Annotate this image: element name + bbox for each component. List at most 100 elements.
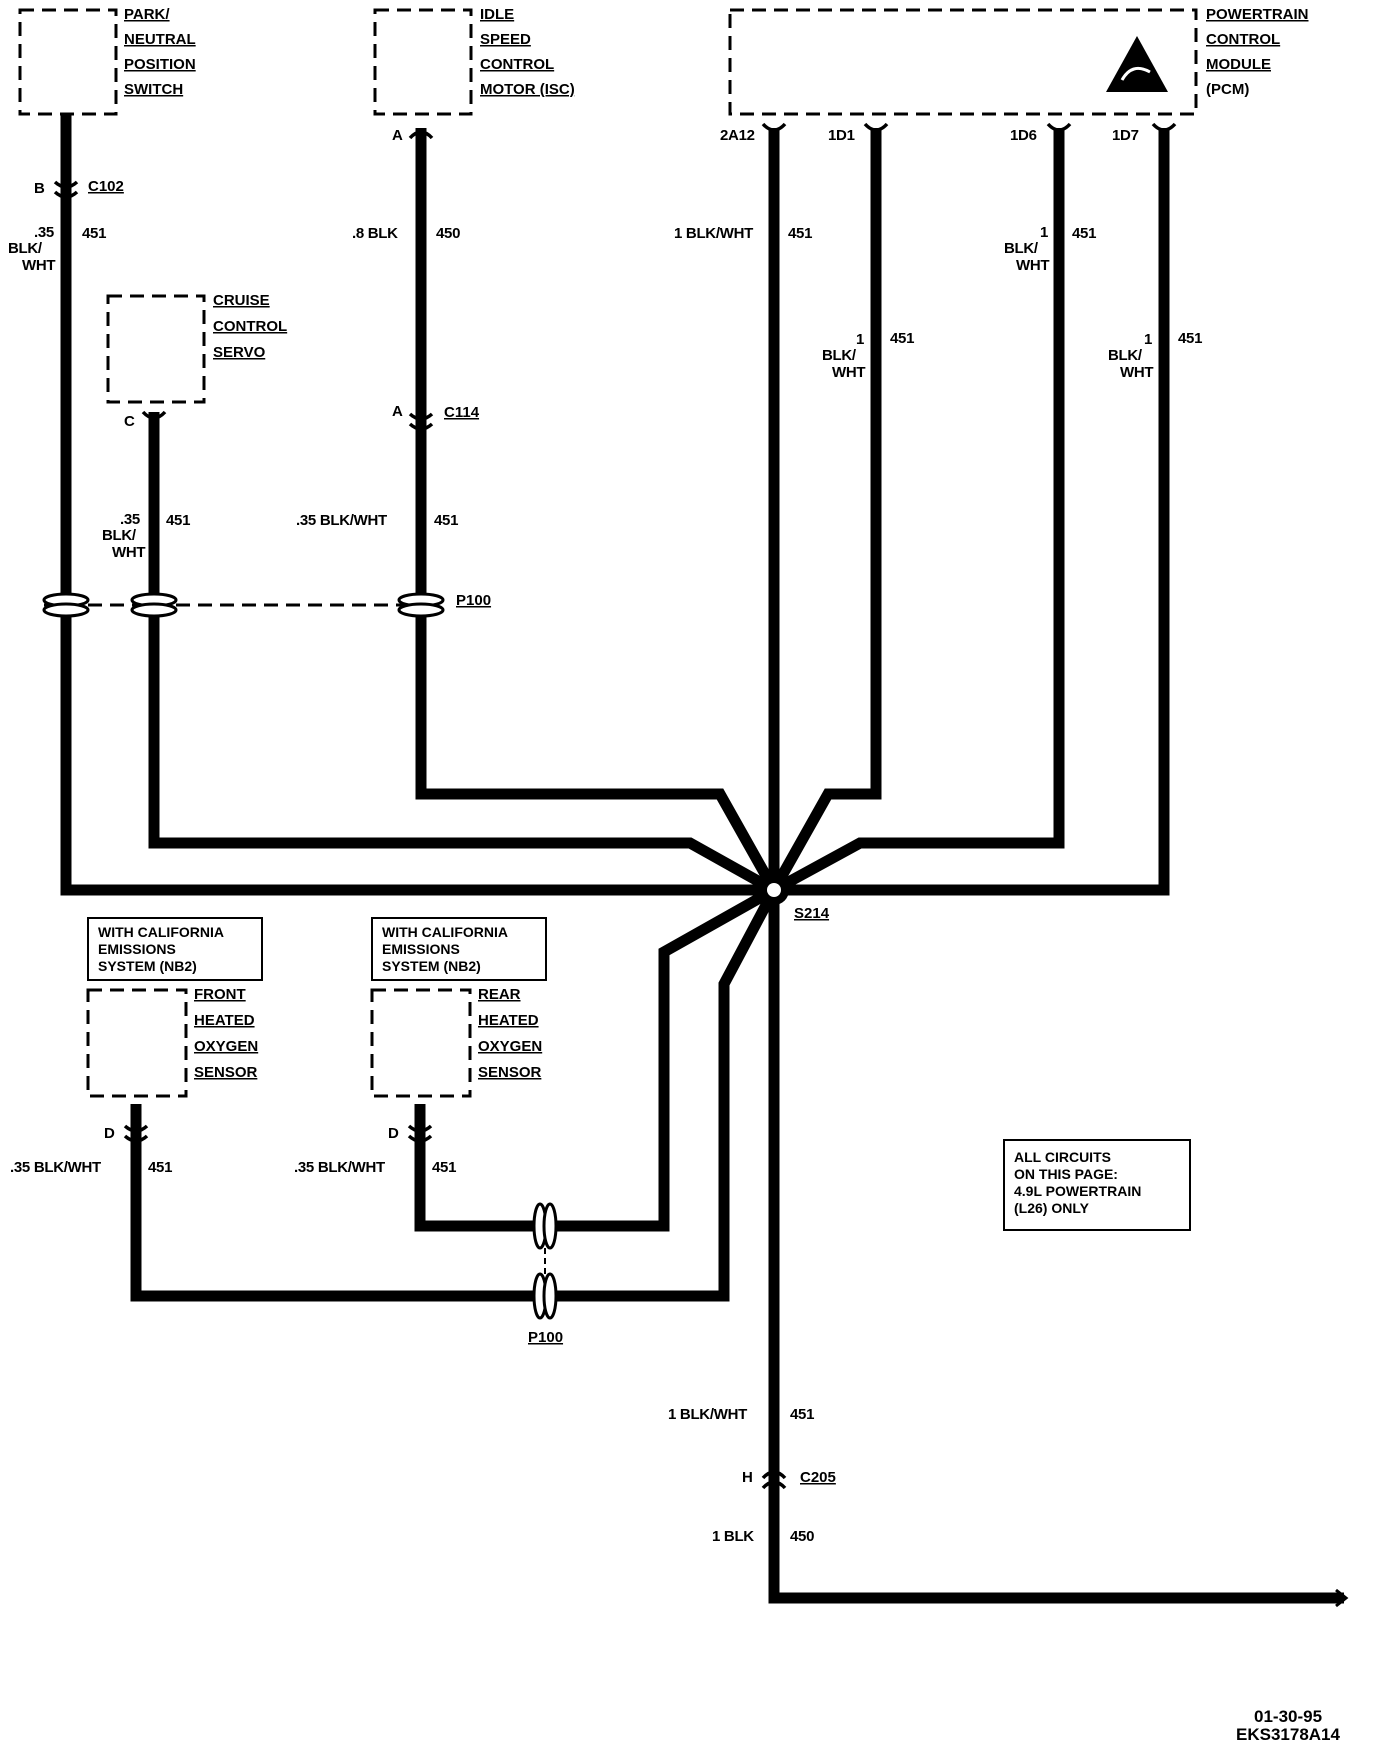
pin-c114-a-label: A <box>392 403 403 420</box>
wire-pcm-2a12[interactable] <box>768 128 1344 1604</box>
wire6-size: 1 <box>1144 331 1152 348</box>
pin-isc-a-label: A <box>392 127 403 144</box>
park-neutral-label: PARK/ NEUTRAL POSITION SWITCH <box>124 6 196 98</box>
svg-text:ALL CIRCUITS: ALL CIRCUITS <box>1014 1149 1111 1165</box>
park-neutral-switch-box[interactable] <box>18 8 118 116</box>
svg-text:HEATED: HEATED <box>194 1012 255 1029</box>
svg-text:CONTROL: CONTROL <box>1206 31 1280 48</box>
svg-text:SERVO: SERVO <box>213 344 266 361</box>
pin-1d6-label: 1D6 <box>1010 127 1037 144</box>
connector-c205-label: C205 <box>800 1469 836 1486</box>
svg-text:REAR: REAR <box>478 986 521 1003</box>
connector-c102-label: C102 <box>88 178 124 195</box>
svg-text:POSITION: POSITION <box>124 56 196 73</box>
cruise-control-servo-box[interactable] <box>106 294 206 404</box>
wire4-color-b: WHT <box>832 364 865 381</box>
wire11-spec: 1 BLK/WHT <box>668 1406 747 1423</box>
svg-text:CONTROL: CONTROL <box>480 56 554 73</box>
wire9-circuit: 451 <box>148 1159 172 1176</box>
pin-b-label: B <box>34 180 45 197</box>
connector-c205-symbol <box>761 1470 787 1490</box>
all-circuits-note-box <box>1003 1139 1191 1231</box>
wire-isc[interactable] <box>415 128 779 893</box>
wire7-size: .35 <box>120 511 140 528</box>
wire7-circuit: 451 <box>166 512 190 529</box>
rear-heated-oxygen-sensor-box[interactable] <box>370 988 472 1098</box>
svg-text:EMISSIONS: EMISSIONS <box>98 941 176 957</box>
wire6-circuit: 451 <box>1178 330 1202 347</box>
wire12-spec: 1 BLK <box>712 1528 754 1545</box>
pin-1d1-label: 1D1 <box>828 127 855 144</box>
wire7-color-b: WHT <box>112 544 145 561</box>
wire5-color-b: WHT <box>1016 257 1049 274</box>
svg-text:ON THIS PAGE:: ON THIS PAGE: <box>1014 1166 1118 1182</box>
wire6-color-a: BLK/ <box>1108 347 1143 364</box>
ground-arrow-icon <box>1335 1588 1349 1608</box>
svg-text:(L26) ONLY: (L26) ONLY <box>1014 1200 1090 1216</box>
isc-motor-box[interactable] <box>373 8 473 116</box>
california-note-rear-box <box>371 917 547 981</box>
pin-cruise-c-label: C <box>124 413 135 430</box>
wire3-spec: 1 BLK/WHT <box>674 225 753 242</box>
svg-text:SENSOR: SENSOR <box>194 1064 258 1081</box>
svg-text:OXYGEN: OXYGEN <box>194 1038 258 1055</box>
pin-c205-h-label: H <box>742 1469 753 1486</box>
svg-text:EMISSIONS: EMISSIONS <box>382 941 460 957</box>
connector-isc-a-symbol <box>408 130 434 140</box>
wire1-color-a: BLK/ <box>8 240 43 257</box>
wire-cruise[interactable] <box>148 412 777 895</box>
connector-c102-symbol <box>53 180 79 199</box>
wire2-circuit: 450 <box>436 225 460 242</box>
footer-code: EKS3178A14 <box>1236 1725 1341 1744</box>
pcm-label: POWERTRAIN CONTROL MODULE (PCM) <box>1206 6 1309 98</box>
pcm-box[interactable] <box>728 8 1198 116</box>
connector-rear-o2-d-symbol <box>407 1124 433 1143</box>
svg-text:FRONT: FRONT <box>194 986 246 1003</box>
connector-p100-top-label: P100 <box>456 592 491 609</box>
wire9-spec: .35 BLK/WHT <box>10 1159 101 1176</box>
svg-text:CRUISE: CRUISE <box>213 292 270 309</box>
esd-warning-icon <box>1106 36 1168 92</box>
pin-rear-d-label: D <box>388 1125 399 1142</box>
pin-front-d-label: D <box>104 1125 115 1142</box>
svg-text:SYSTEM (NB2): SYSTEM (NB2) <box>98 958 197 974</box>
svg-text:(PCM): (PCM) <box>1206 81 1249 98</box>
svg-text:SENSOR: SENSOR <box>478 1064 542 1081</box>
wire7-color-a: BLK/ <box>102 527 137 544</box>
wire3-circuit: 451 <box>788 225 812 242</box>
wire1-color-b: WHT <box>22 257 55 274</box>
wire-pcm-1d1[interactable] <box>769 128 882 893</box>
svg-text:PARK/: PARK/ <box>124 6 170 23</box>
svg-text:SWITCH: SWITCH <box>124 81 183 98</box>
rear-o2-label: REAR HEATED OXYGEN SENSOR <box>478 986 542 1081</box>
svg-text:SYSTEM (NB2): SYSTEM (NB2) <box>382 958 481 974</box>
wire-park-neutral[interactable] <box>60 114 774 896</box>
wire2-spec: .8 BLK <box>352 225 398 242</box>
footer-date: 01-30-95 <box>1254 1707 1322 1726</box>
wire1-size: .35 <box>34 224 54 241</box>
svg-text:SPEED: SPEED <box>480 31 531 48</box>
pin-1d7-label: 1D7 <box>1112 127 1139 144</box>
wire-pcm-1d7[interactable] <box>774 128 1170 896</box>
wire-pcm-1d6[interactable] <box>771 128 1065 895</box>
wire-rear-o2[interactable] <box>414 885 777 1232</box>
wire-front-o2[interactable] <box>130 887 779 1302</box>
splice-s214-center <box>767 883 781 897</box>
isc-label: IDLE SPEED CONTROL MOTOR (ISC) <box>480 6 575 98</box>
california-note-front: WITH CALIFORNIA EMISSIONS SYSTEM (NB2) <box>98 924 224 974</box>
all-circuits-note: ALL CIRCUITS ON THIS PAGE: 4.9L POWERTRA… <box>1014 1149 1141 1216</box>
svg-text:NEUTRAL: NEUTRAL <box>124 31 196 48</box>
front-heated-oxygen-sensor-box[interactable] <box>86 988 188 1098</box>
wire8-spec: .35 BLK/WHT <box>296 512 387 529</box>
connector-c114-label: C114 <box>444 404 480 421</box>
wire4-color-a: BLK/ <box>822 347 857 364</box>
svg-text:POWERTRAIN: POWERTRAIN <box>1206 6 1309 23</box>
svg-text:IDLE: IDLE <box>480 6 514 23</box>
california-note-rear: WITH CALIFORNIA EMISSIONS SYSTEM (NB2) <box>382 924 508 974</box>
svg-text:4.9L POWERTRAIN: 4.9L POWERTRAIN <box>1014 1183 1141 1199</box>
svg-text:MODULE: MODULE <box>1206 56 1271 73</box>
svg-text:MOTOR (ISC): MOTOR (ISC) <box>480 81 575 98</box>
svg-text:WITH CALIFORNIA: WITH CALIFORNIA <box>382 924 508 940</box>
wire10-circuit: 451 <box>432 1159 456 1176</box>
wire11-circuit: 451 <box>790 1406 814 1423</box>
